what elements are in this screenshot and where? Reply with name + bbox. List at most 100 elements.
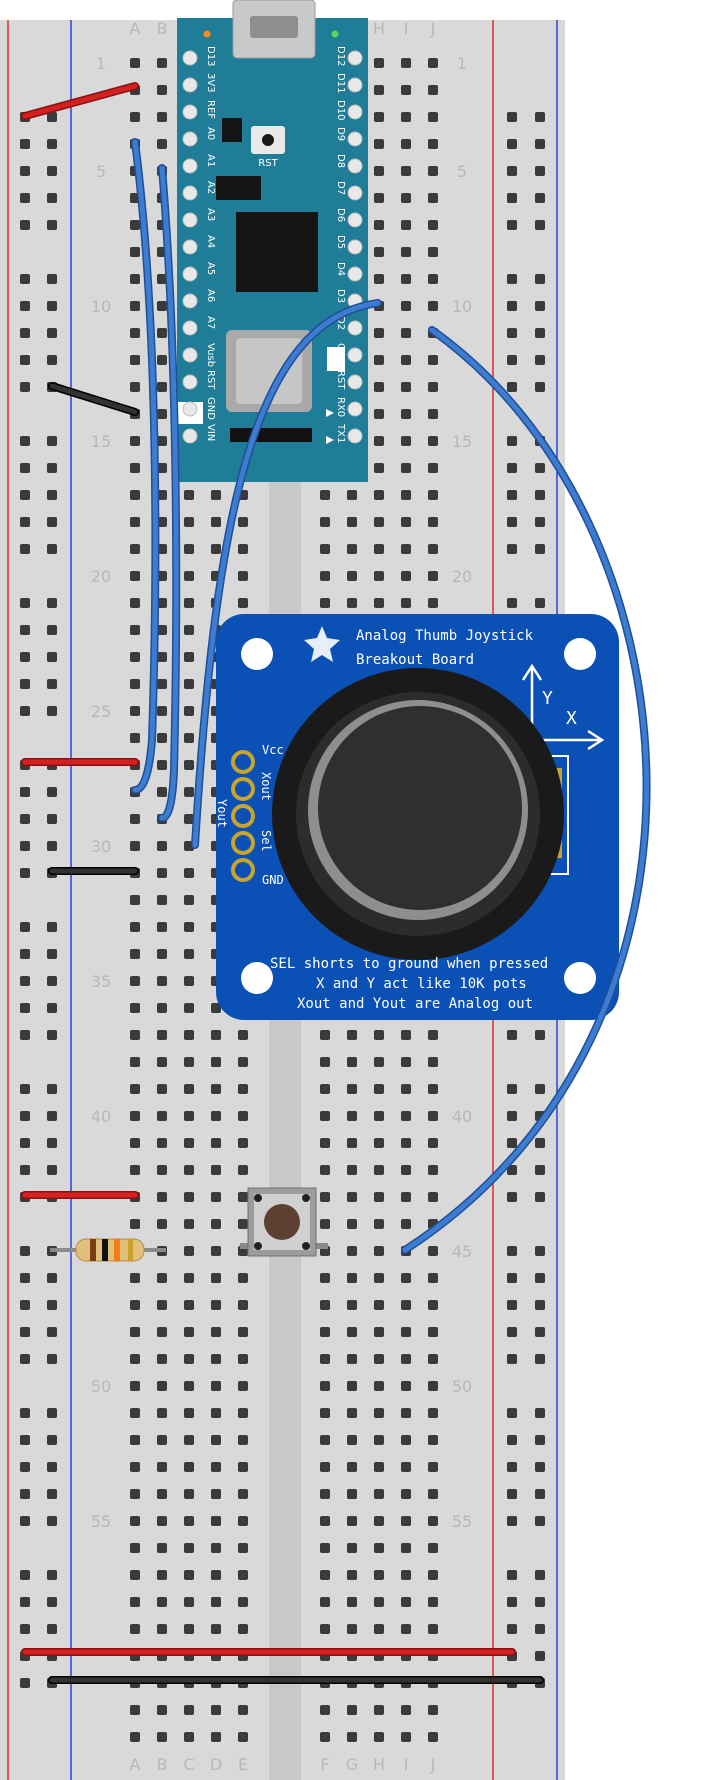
breadboard-hole <box>157 760 167 770</box>
breadboard-hole <box>320 1435 330 1445</box>
breadboard-hole <box>401 301 411 311</box>
breadboard-hole <box>238 1165 248 1175</box>
rail-hole <box>47 1354 57 1364</box>
rail-hole <box>507 490 517 500</box>
breadboard-hole <box>428 436 438 446</box>
rail-hole <box>47 544 57 554</box>
rail-hole <box>535 1300 545 1310</box>
joystick-pin <box>231 750 255 774</box>
rail-hole <box>535 598 545 608</box>
breadboard-hole <box>374 193 384 203</box>
rail-hole <box>47 1084 57 1094</box>
rail-hole <box>507 139 517 149</box>
joystick-pin <box>231 858 255 882</box>
resistor-body <box>75 1238 145 1262</box>
rail-hole <box>507 1138 517 1148</box>
breadboard-hole <box>347 1624 357 1634</box>
breadboard-hole <box>211 1030 221 1040</box>
resistor <box>50 1238 166 1262</box>
row-number: 1 <box>457 54 467 73</box>
rail-hole <box>20 490 30 500</box>
rail-hole <box>47 112 57 122</box>
breadboard-hole <box>184 1246 194 1256</box>
resistor-band-orange <box>114 1239 120 1261</box>
rail-hole <box>535 1624 545 1634</box>
breadboard-hole <box>184 733 194 743</box>
rail-hole <box>535 139 545 149</box>
breadboard-hole <box>211 1543 221 1553</box>
row-number: 40 <box>452 1107 472 1126</box>
nano-pin <box>347 266 363 282</box>
rail-hole <box>47 139 57 149</box>
gnd-highlight-right <box>327 347 345 371</box>
breadboard-hole <box>130 355 140 365</box>
breadboard-hole <box>211 1516 221 1526</box>
rail-hole <box>507 1111 517 1121</box>
breadboard-hole <box>320 1543 330 1553</box>
breadboard-hole <box>428 220 438 230</box>
row-number: 55 <box>452 1512 472 1531</box>
rail-hole <box>535 1138 545 1148</box>
breadboard-hole <box>320 517 330 527</box>
rail-hole <box>535 1651 545 1661</box>
resistor-band-gold <box>128 1239 133 1261</box>
rail-hole <box>20 1597 30 1607</box>
breadboard-hole <box>320 1327 330 1337</box>
pushbutton-cap <box>264 1204 300 1240</box>
breadboard-hole <box>211 1246 221 1256</box>
breadboard-hole <box>211 1408 221 1418</box>
breadboard-hole <box>130 1084 140 1094</box>
rail-hole <box>535 1435 545 1445</box>
pushbutton-corner-dot <box>302 1242 310 1250</box>
breadboard-hole <box>428 1516 438 1526</box>
breadboard-hole <box>374 1516 384 1526</box>
nano-pin-label: D3 <box>335 289 346 303</box>
breadboard-hole <box>157 571 167 581</box>
rail-hole <box>507 328 517 338</box>
breadboard-hole <box>374 382 384 392</box>
breadboard-hole <box>238 1219 248 1229</box>
breadboard-hole <box>211 517 221 527</box>
rail-hole <box>20 814 30 824</box>
breadboard-hole <box>428 1192 438 1202</box>
breadboard-hole <box>157 85 167 95</box>
rail-hole <box>535 328 545 338</box>
rail-hole <box>507 1489 517 1499</box>
y-axis-label: Y <box>542 688 553 709</box>
breadboard-hole <box>374 112 384 122</box>
breadboard-hole <box>374 1570 384 1580</box>
column-letter: G <box>346 1755 358 1774</box>
breadboard-hole <box>157 1327 167 1337</box>
rail-hole <box>507 517 517 527</box>
breadboard-hole <box>184 1570 194 1580</box>
rail-hole <box>47 706 57 716</box>
breadboard-hole <box>428 1300 438 1310</box>
breadboard-hole <box>157 787 167 797</box>
breadboard-hole <box>184 1408 194 1418</box>
nano-pin-label: A3 <box>205 208 216 221</box>
x-axis-label: X <box>566 708 577 729</box>
nano-pin-label: D12 <box>335 46 346 66</box>
nano-pin-label: 3V3 <box>205 73 216 93</box>
breadboard-hole <box>184 571 194 581</box>
breadboard-hole <box>157 1435 167 1445</box>
tx-led <box>203 30 211 38</box>
rail-hole <box>20 220 30 230</box>
breadboard-hole <box>347 1705 357 1715</box>
rail-hole <box>535 1462 545 1472</box>
breadboard-hole <box>401 274 411 284</box>
nano-pin-label: REF <box>205 100 216 119</box>
breadboard-hole <box>401 544 411 554</box>
breadboard-hole <box>238 1705 248 1715</box>
breadboard-hole <box>157 490 167 500</box>
breadboard-hole <box>428 544 438 554</box>
nano-pin <box>182 158 198 174</box>
breadboard-hole <box>184 1084 194 1094</box>
breadboard-hole <box>347 1489 357 1499</box>
nano-pin <box>182 77 198 93</box>
row-number: 5 <box>457 162 467 181</box>
blue-wire-a0 <box>131 138 160 794</box>
breadboard-hole <box>130 1003 140 1013</box>
breadboard-hole <box>401 1327 411 1337</box>
